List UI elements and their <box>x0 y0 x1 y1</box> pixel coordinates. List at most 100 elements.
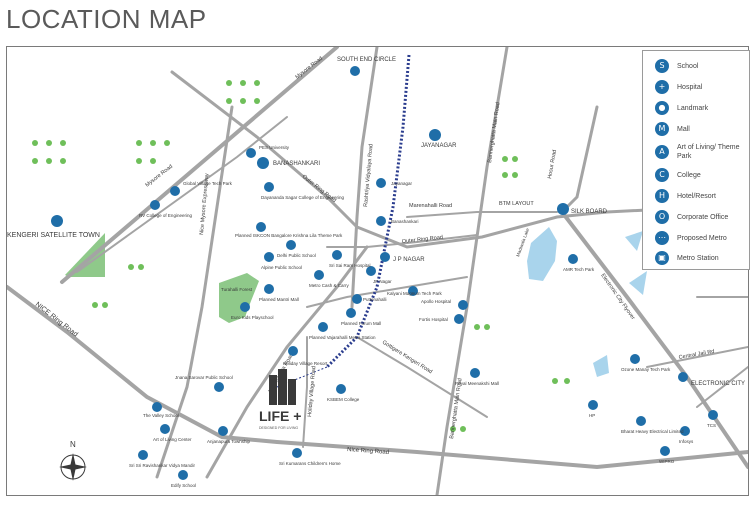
school-icon <box>286 240 296 250</box>
metro-station-icon <box>352 294 362 304</box>
metro-cc-label: Metro Cash & Carry <box>309 283 350 288</box>
valley-label: The Valley School <box>143 413 179 418</box>
turahalli-label: Turahalli Forest <box>221 287 253 292</box>
corporate-office-icon <box>680 426 690 436</box>
banashankari-label: BANASHANKARI <box>273 161 320 167</box>
mall-icon <box>264 284 274 294</box>
nice-ring-road-label-2: Nice Ring Road <box>347 447 389 456</box>
place-labels: PES University Global Village Tech Park … <box>129 145 716 488</box>
corporate-office-icon <box>660 446 670 456</box>
marenahalli-road-label: Marenahalli Road <box>409 203 452 209</box>
tree-icon <box>474 324 490 330</box>
wipro-label: WIPRO <box>659 459 675 464</box>
outer-ring-road-south <box>326 234 478 248</box>
banashankari-landmark-icon <box>257 157 269 169</box>
silk-board-label: SILK BOARD <box>571 209 608 215</box>
tech-park-icon <box>408 286 418 296</box>
electronic-city-flyover-label: Electronic City Flyover <box>599 273 635 321</box>
vajarahalli-label: Planned Vajarahalli Metro Station <box>309 335 376 340</box>
page-title: LOCATION MAP <box>6 4 207 34</box>
map-frame[interactable]: SOUTH END CIRCLE JAYANAGAR BANASHANKARI … <box>6 46 749 496</box>
project-tagline: DESIGNED FOR LIVING <box>259 426 298 430</box>
silk-board-landmark-icon <box>557 203 569 215</box>
apollo-label: Apollo Hospital <box>421 299 451 304</box>
rashtriya-vidyalaya-label: Rashtriya Vidyalaya Road <box>363 144 374 207</box>
metro-station-icon <box>376 178 386 188</box>
hospital-icon: + <box>655 80 669 94</box>
south-end-marker-icon <box>350 66 360 76</box>
corporate-office-icon: O <box>655 210 669 224</box>
green-park-area <box>65 233 105 277</box>
corporate-office-icon <box>588 400 598 410</box>
bhel-label: Bharat Heavy Electrical Limited <box>621 429 684 434</box>
jayanagar-station-label: Jayanagar <box>391 181 413 186</box>
aol-label: Art of Living Center <box>153 437 192 442</box>
right-connector-2 <box>696 366 748 408</box>
mysore-road <box>60 47 339 284</box>
mall-icon <box>470 368 480 378</box>
tech-park-icon <box>630 354 640 364</box>
electronic-city-label: ELECTRONIC CITY <box>691 381 745 387</box>
metro-station-icon <box>376 216 386 226</box>
location-map[interactable]: SOUTH END CIRCLE JAYANAGAR BANASHANKARI … <box>7 47 748 495</box>
school-icon: S <box>655 59 669 73</box>
college-icon <box>336 384 346 394</box>
school-icon <box>138 450 148 460</box>
sri-sai-label: Sri Sai Ram Hospital <box>329 263 371 268</box>
school-icon <box>292 448 302 458</box>
metro-station-icon: ▣ <box>655 251 669 265</box>
corporate-office-icon <box>636 416 646 426</box>
jayanagar-label: JAYANAGAR <box>421 143 457 149</box>
center-connector <box>306 276 468 308</box>
college-icon <box>150 200 160 210</box>
tree-icon <box>92 302 108 308</box>
school-icon <box>214 382 224 392</box>
outer-ring-road-label-2: Outer Ring Road <box>402 235 444 245</box>
south-end-circle-label: SOUTH END CIRCLE <box>337 57 396 63</box>
hosur-road-label: Hosur Road <box>547 149 558 179</box>
tree-icon <box>128 264 144 270</box>
project-name: LIFE + <box>259 408 301 424</box>
school-icon <box>218 426 228 436</box>
global-village-label: Global Village Tech Park <box>183 181 233 186</box>
kalyani-label: Kalyani Magnum Tech Park <box>387 291 442 296</box>
kengeri-landmark-icon <box>51 215 63 227</box>
tree-icon <box>502 156 518 178</box>
central-jail-road-label: Central Jail Rd <box>678 349 715 361</box>
tcs-label: TCS <box>707 423 716 428</box>
theme-park-icon: A <box>655 145 669 159</box>
jnana-label: Jnana Sarovar Public School <box>175 375 233 380</box>
central-jail-road <box>646 346 748 368</box>
rv-college-label: RV College of Engineering <box>139 213 192 218</box>
mall-icon <box>314 270 324 280</box>
place-markers <box>51 66 718 480</box>
building-icon <box>269 369 296 405</box>
infosys-label: Infosys <box>679 439 694 444</box>
jp-nagar-label: J P NAGAR <box>393 257 425 263</box>
tree-cluster-icons <box>32 80 570 432</box>
hp-label: HP <box>589 413 595 418</box>
mysore-road-label-2: Mysore Road <box>145 164 174 189</box>
nice-expressway-label: Nice Mysore Expressway <box>199 173 210 235</box>
electronic-city-flyover <box>560 210 748 469</box>
hospital-icon <box>454 314 464 324</box>
mantri-label: Planned Mantri Mall <box>259 297 299 302</box>
metro-station-icon <box>366 266 376 276</box>
gottigere-road-label: Gottigere Kengeri Road <box>381 340 433 376</box>
edify-label: Edify School <box>171 483 196 488</box>
holiday-village-road <box>302 336 308 448</box>
legend-item-metro-station: ▣Metro Station <box>655 251 747 265</box>
life-plus-project: LIFE + DESIGNED FOR LIVING <box>259 369 301 430</box>
hotel-icon <box>288 346 298 356</box>
btm-layout-label: BTM LAYOUT <box>499 201 534 207</box>
madiwala-lake-label: Madiwala Lake <box>515 227 530 257</box>
college-icon: C <box>655 168 669 182</box>
legend-item-landmark: ●Landmark <box>655 101 747 115</box>
proposed-metro-icon: ⋯ <box>655 231 669 245</box>
iskcon-label: Planned ISKCON Bangalore Krishna Lila Th… <box>235 233 343 238</box>
